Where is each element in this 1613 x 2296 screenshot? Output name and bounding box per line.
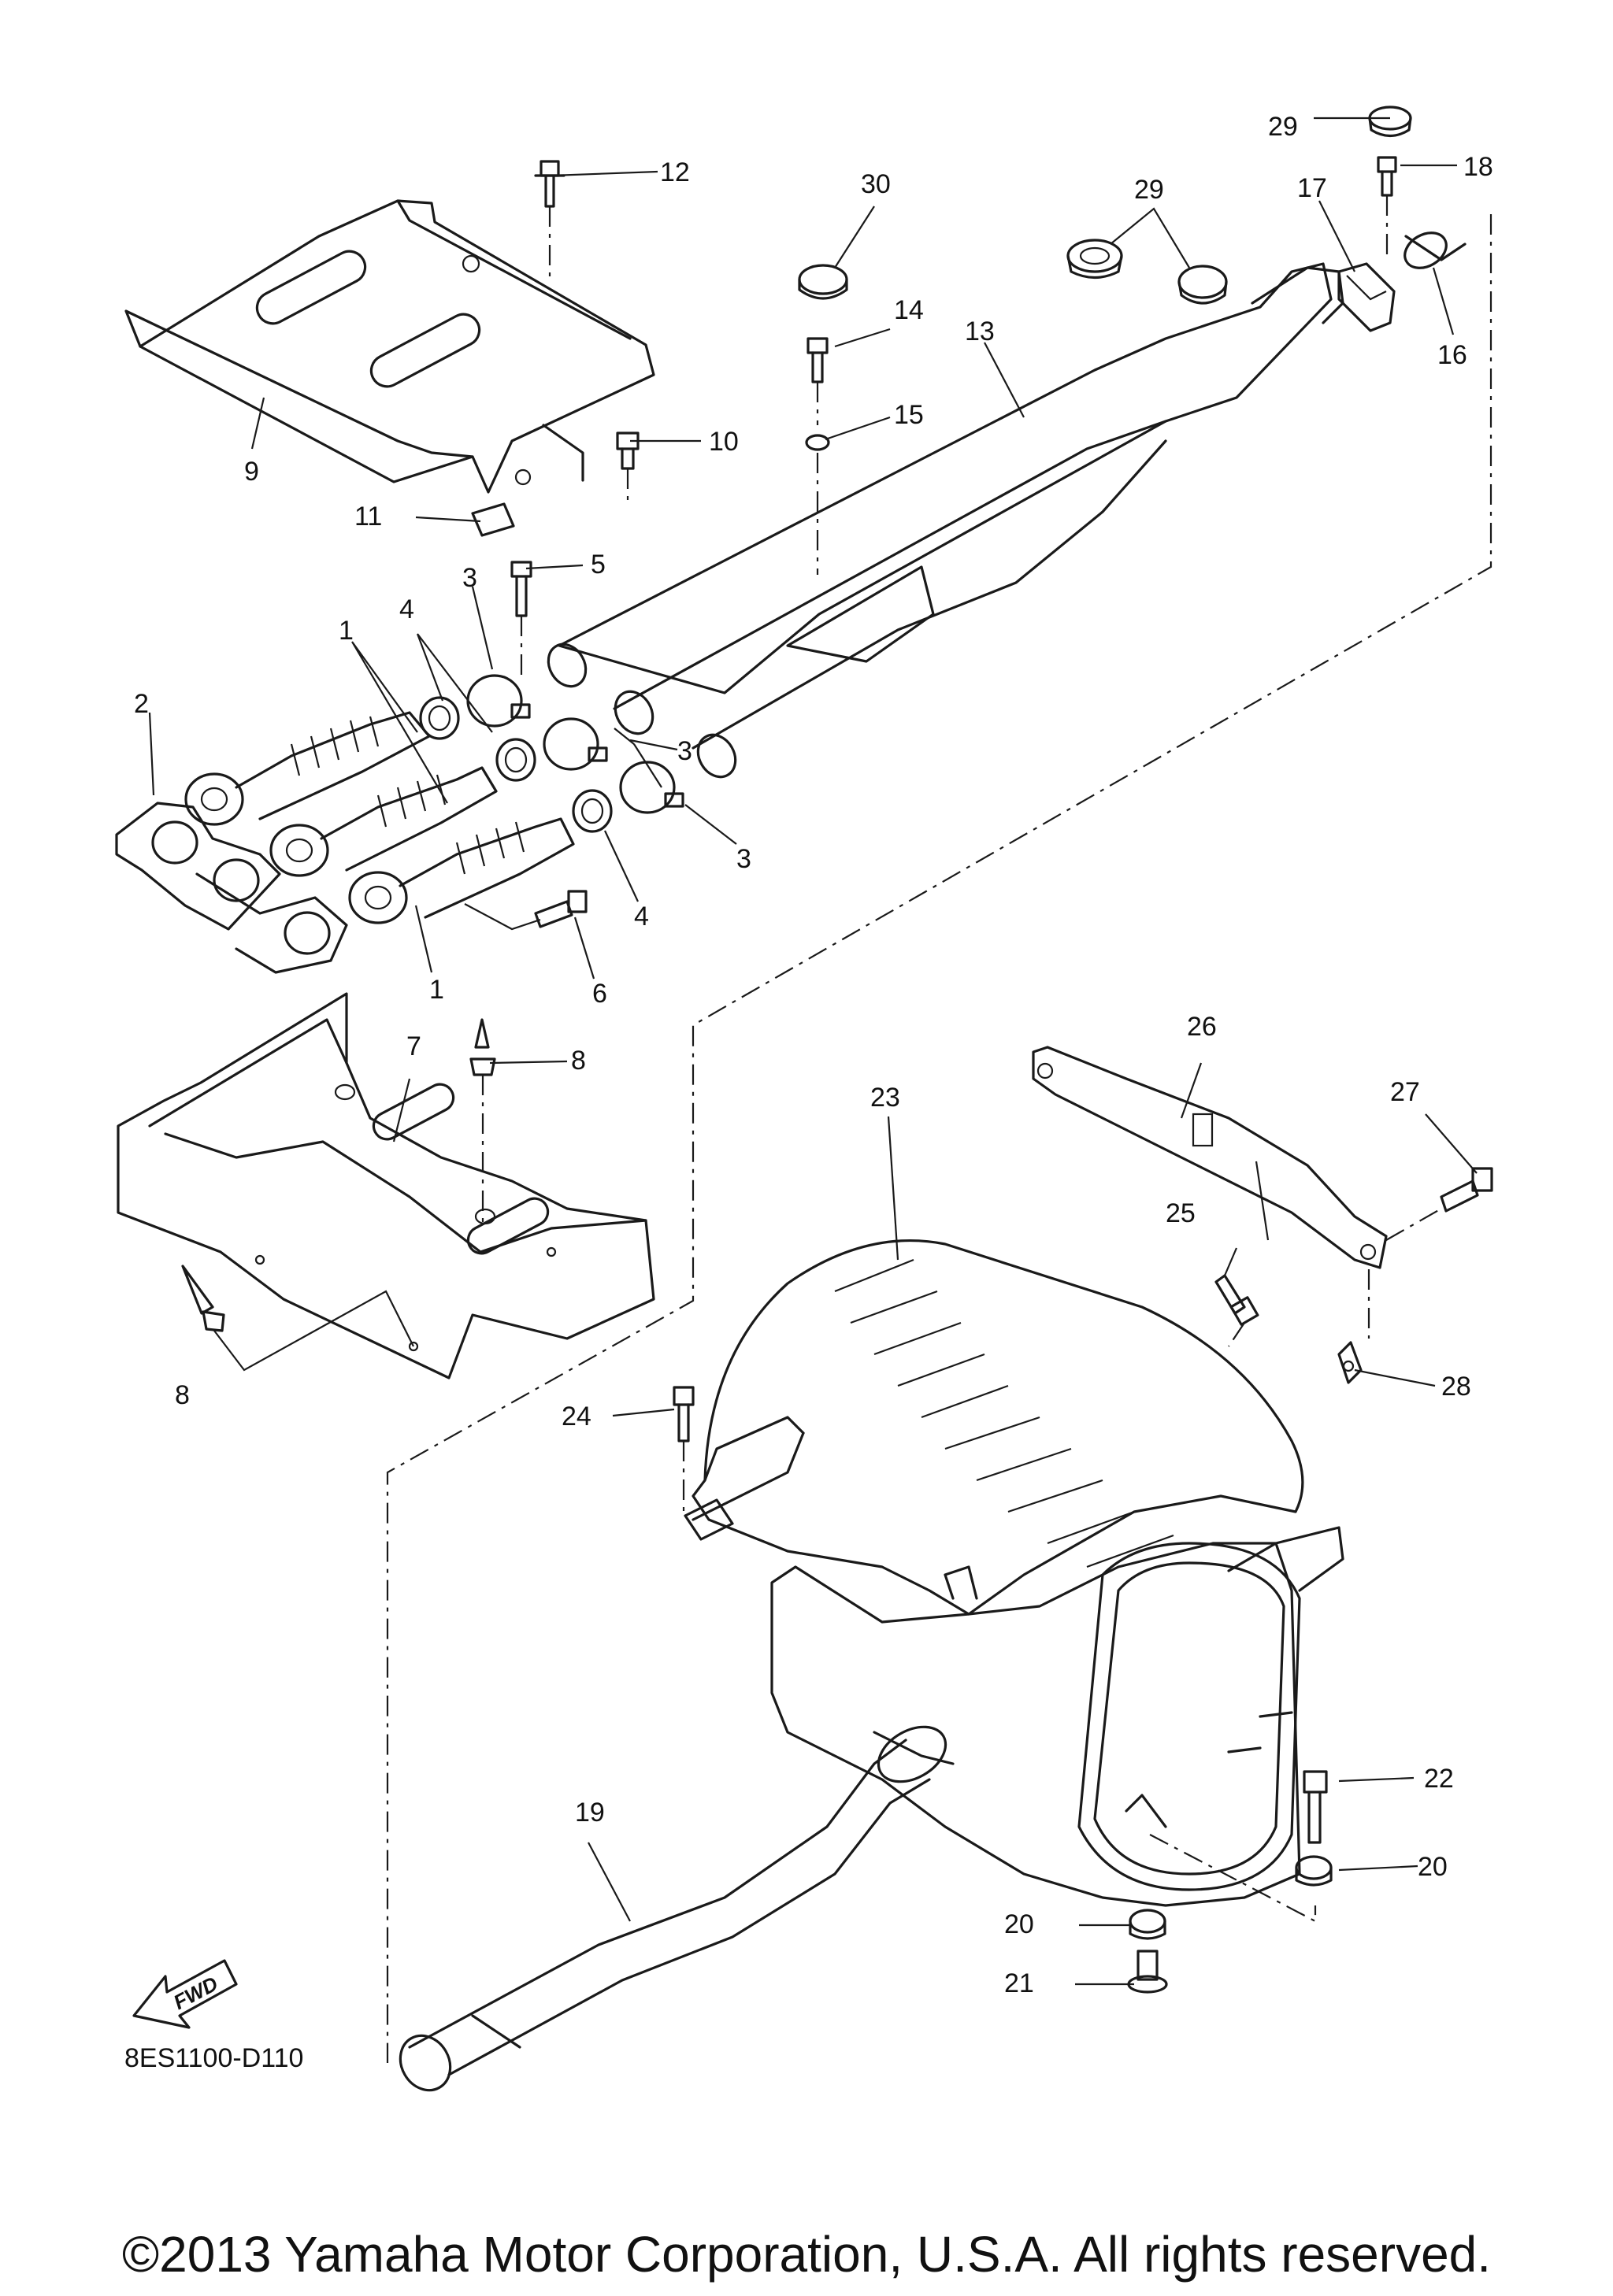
part-5-bolt[interactable]	[510, 561, 532, 677]
callout-29: 29	[1268, 112, 1298, 142]
callout-3: 3	[462, 563, 477, 593]
callout-13: 13	[965, 317, 995, 346]
fwd-arrow-icon: FWD	[132, 1959, 238, 2029]
callout-4: 4	[634, 902, 649, 931]
part-12-bolt[interactable]	[534, 160, 565, 283]
callout-24: 24	[562, 1402, 591, 1431]
part-11-clip[interactable]	[471, 502, 515, 537]
callout-20: 20	[1418, 1852, 1448, 1882]
part-26-bracket[interactable]	[1032, 1046, 1388, 1339]
part-28-clip[interactable]	[1337, 1341, 1363, 1384]
part-6-bolt[interactable]	[464, 890, 588, 931]
callout-2: 2	[134, 689, 149, 719]
part-14-screw[interactable]	[806, 337, 829, 425]
part-3-clamp-2[interactable]	[543, 717, 608, 771]
part-4-ring-3[interactable]	[572, 789, 613, 833]
callout-28: 28	[1441, 1372, 1471, 1402]
callout-19: 19	[575, 1798, 605, 1828]
part-21-bolt[interactable]	[1127, 1950, 1168, 1994]
part-4-ring-1[interactable]	[419, 696, 460, 740]
callout-7: 7	[406, 1031, 421, 1061]
callout-14: 14	[894, 295, 924, 325]
callout-1: 1	[429, 975, 444, 1005]
callout-22: 22	[1424, 1764, 1454, 1794]
part-10-bolt[interactable]	[616, 431, 640, 504]
callout-1: 1	[339, 616, 354, 646]
callout-21: 21	[1004, 1968, 1034, 1998]
callout-17: 17	[1297, 173, 1327, 203]
callout-8: 8	[571, 1046, 586, 1076]
callout-8: 8	[175, 1380, 190, 1410]
callout-15: 15	[894, 400, 924, 430]
callout-23: 23	[870, 1083, 900, 1113]
part-25-bolt[interactable]	[1214, 1274, 1259, 1347]
part-2-gasket[interactable]	[115, 802, 348, 974]
part-8-rivet-top[interactable]	[469, 1018, 496, 1228]
part-17-clamp[interactable]	[1337, 262, 1396, 332]
muffler-body[interactable]	[770, 1526, 1344, 1907]
diagram-code: 8ES1100-D110	[124, 2043, 303, 2073]
leader-lines	[148, 117, 1478, 1986]
part-1-flex-pipe-middle[interactable]	[269, 766, 498, 877]
part-20-collar-right[interactable]	[1295, 1855, 1333, 1887]
part-18-bolt[interactable]	[1377, 156, 1397, 260]
callout-30: 30	[861, 169, 891, 199]
callout-12: 12	[660, 157, 690, 187]
part-7-lower-heat-shield[interactable]	[117, 992, 655, 1379]
part-29-grommet[interactable]	[1066, 239, 1123, 280]
callout-20: 20	[1004, 1909, 1034, 1939]
part-30-cap[interactable]	[798, 264, 848, 300]
part-9-upper-heat-shield[interactable]	[124, 199, 655, 494]
part-19-tail-pipe[interactable]	[391, 1739, 931, 2099]
callout-5: 5	[591, 550, 606, 580]
callout-18: 18	[1463, 152, 1493, 182]
part-16-gasket[interactable]	[1399, 226, 1467, 276]
part-27-bolt[interactable]	[1385, 1167, 1493, 1241]
part-8-rivet-side[interactable]	[181, 1265, 414, 1372]
callout-27: 27	[1390, 1077, 1420, 1107]
part-29-cap[interactable]	[1177, 265, 1228, 305]
callout-labels: 1 1 2 3 3 3 4 4 5 6 7 8 8 9 10 11 12 13 …	[134, 112, 1493, 1998]
part-3-clamp-1[interactable]	[466, 674, 531, 728]
part-15-washer[interactable]	[805, 434, 830, 575]
callout-16: 16	[1437, 340, 1467, 370]
callout-9: 9	[244, 457, 259, 487]
part-1-flex-pipe-lower[interactable]	[348, 817, 575, 924]
assembly-boundary	[386, 214, 1492, 2063]
callout-4: 4	[399, 594, 414, 624]
callout-29: 29	[1134, 175, 1164, 205]
part-3-clamp-3[interactable]	[619, 761, 684, 814]
part-23-muffler-cover[interactable]	[684, 1239, 1304, 1616]
callout-6: 6	[592, 979, 607, 1009]
callout-11: 11	[354, 502, 382, 531]
part-1-flex-pipe-upper[interactable]	[184, 711, 431, 826]
copyright-notice: ©2013 Yamaha Motor Corporation, U.S.A. A…	[122, 2226, 1491, 2283]
part-13-exhaust-pipe[interactable]	[541, 262, 1344, 783]
callout-25: 25	[1166, 1198, 1196, 1228]
part-24-bolt[interactable]	[673, 1386, 695, 1512]
part-20-collar-bottom[interactable]	[1129, 1909, 1166, 1940]
callout-3: 3	[677, 736, 692, 766]
muffler-mount-line	[1149, 1834, 1317, 1923]
callout-10: 10	[709, 427, 739, 457]
part-4-ring-2[interactable]	[495, 738, 536, 782]
callout-26: 26	[1187, 1012, 1217, 1042]
part-29-top-cap[interactable]	[1368, 106, 1412, 138]
callout-3: 3	[736, 844, 751, 874]
part-22-bolt[interactable]	[1303, 1770, 1328, 1844]
